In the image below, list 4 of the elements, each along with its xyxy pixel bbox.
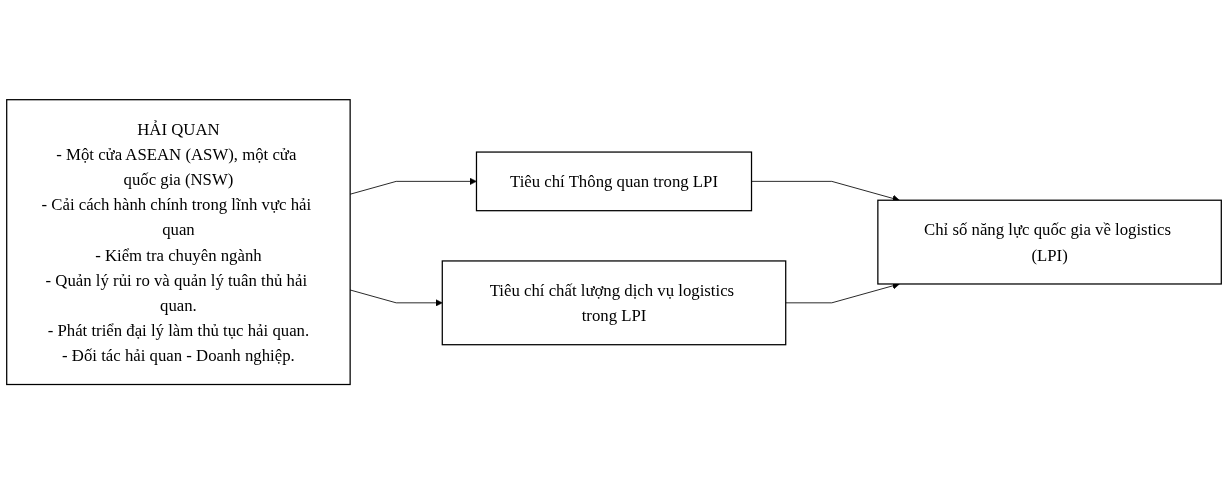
node-box: HẢI QUAN - Một cửa ASEAN (ASW), một cửa quốc gia (NSW) - Cải cách hành chính trong lĩnh vực hải quan - Kiểm tra chuyên ngành - Quản lý rủi ro và quản lý tuân thủ hải quan. - Phát triển đại lý làm thủ tục hải quan. - Đối tác hải quan - Doanh nghiệp. xyxy=(6,98,351,385)
node-box: Tiêu chí chất lượng dịch vụ logistics trong LPI xyxy=(441,260,787,346)
node-box: Tiêu chí Thông quan trong LPI xyxy=(475,151,753,212)
node-box: Chỉ số năng lực quốc gia về logistics (LPI) xyxy=(877,199,1222,285)
